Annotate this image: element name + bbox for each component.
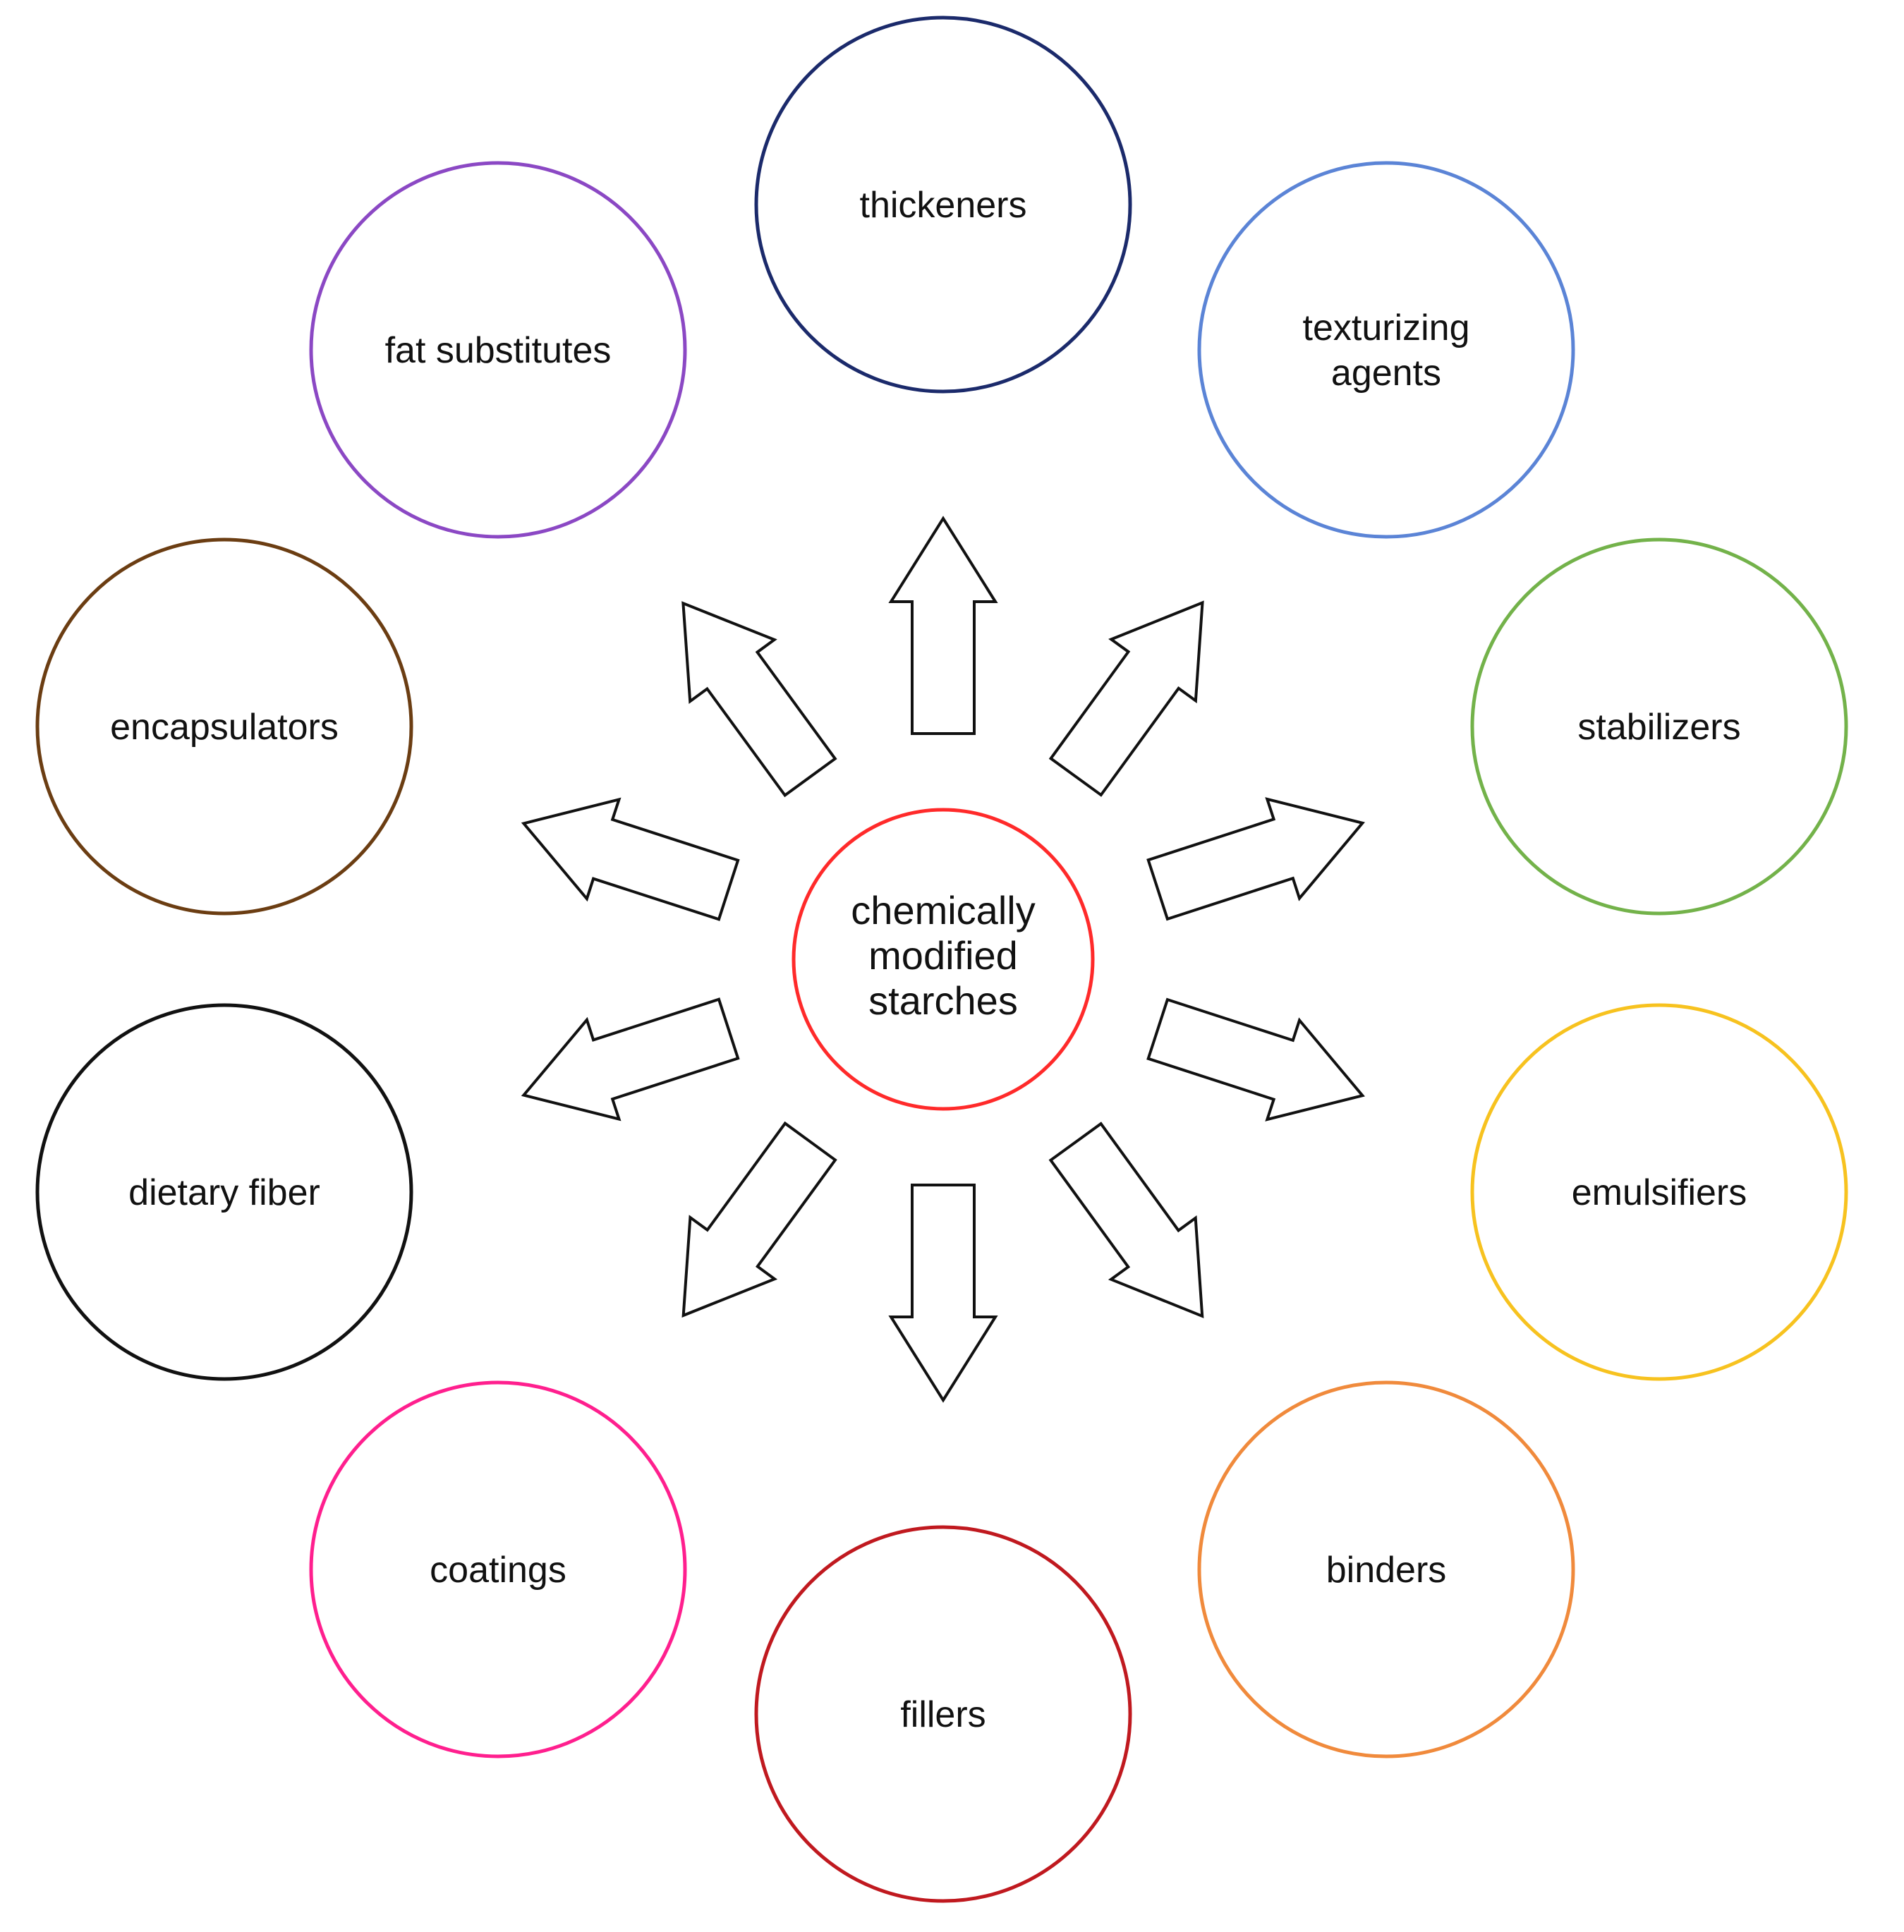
arrow-to-dietary-fiber xyxy=(521,997,740,1122)
nodes-layer: thickeners texturizing agents stabilizers em… xyxy=(35,16,1848,1903)
arrow-to-fillers xyxy=(888,1184,998,1403)
node-thickeners-label-line-1: thickeners xyxy=(860,185,1027,226)
node-emulsifiers-label-line-1: emulsifiers xyxy=(1572,1172,1747,1213)
node-thickeners: thickeners xyxy=(754,16,1132,394)
arrow-to-stabilizers xyxy=(1146,797,1365,921)
arrow-to-coatings xyxy=(681,1121,837,1318)
node-thickeners-circle xyxy=(754,16,1132,394)
node-texturizing-agents-label-line-2: agents xyxy=(1331,353,1441,394)
arrow-to-encapsulators xyxy=(521,797,740,921)
node-coatings: coatings xyxy=(309,1380,687,1758)
arrow-to-binders xyxy=(1048,1122,1204,1318)
node-dietary-fiber: dietary fiber xyxy=(35,1003,413,1381)
node-encapsulators-label-line-1: encapsulators xyxy=(110,707,339,748)
node-stabilizers: stabilizers xyxy=(1470,537,1848,916)
node-fat-substitutes-label-line-1: fat substitutes xyxy=(385,330,612,371)
arrows-layer xyxy=(521,516,1365,1403)
node-dietary-fiber-circle xyxy=(35,1003,413,1381)
arrow-to-texturizing-agents xyxy=(1048,600,1204,797)
node-binders-label-line-1: binders xyxy=(1326,1550,1447,1591)
node-texturizing-agents-circle xyxy=(1197,161,1575,539)
node-dietary-fiber-label-line-1: dietary fiber xyxy=(128,1172,320,1213)
arrow-to-fat-substitutes xyxy=(681,601,837,798)
node-stabilizers-circle xyxy=(1470,537,1848,916)
arrow-to-emulsifiers xyxy=(1146,997,1365,1122)
node-fillers-label-line-1: fillers xyxy=(900,1694,986,1735)
node-emulsifiers: emulsifiers xyxy=(1470,1003,1848,1381)
center-node-label-line-2: modified xyxy=(868,933,1018,978)
center-node-circle xyxy=(792,808,1095,1111)
node-stabilizers-label-line-1: stabilizers xyxy=(1577,707,1740,748)
node-fillers-circle xyxy=(754,1525,1132,1903)
node-binders: binders xyxy=(1197,1380,1575,1758)
center-node-label-line-3: starches xyxy=(868,978,1018,1023)
node-binders-circle xyxy=(1197,1380,1575,1758)
arrow-to-thickeners xyxy=(888,516,998,735)
node-coatings-label-line-1: coatings xyxy=(430,1550,566,1591)
node-texturizing-agents: texturizing agents xyxy=(1197,161,1575,539)
node-encapsulators-circle xyxy=(35,537,413,916)
node-fat-substitutes: fat substitutes xyxy=(309,161,687,539)
node-fat-substitutes-circle xyxy=(309,161,687,539)
node-encapsulators: encapsulators xyxy=(35,537,413,916)
node-emulsifiers-circle xyxy=(1470,1003,1848,1381)
node-texturizing-agents-label-line-1: texturizing xyxy=(1303,308,1470,348)
node-coatings-circle xyxy=(309,1380,687,1758)
center-node-label-line-1: chemically xyxy=(851,888,1035,932)
node-fillers: fillers xyxy=(754,1525,1132,1903)
